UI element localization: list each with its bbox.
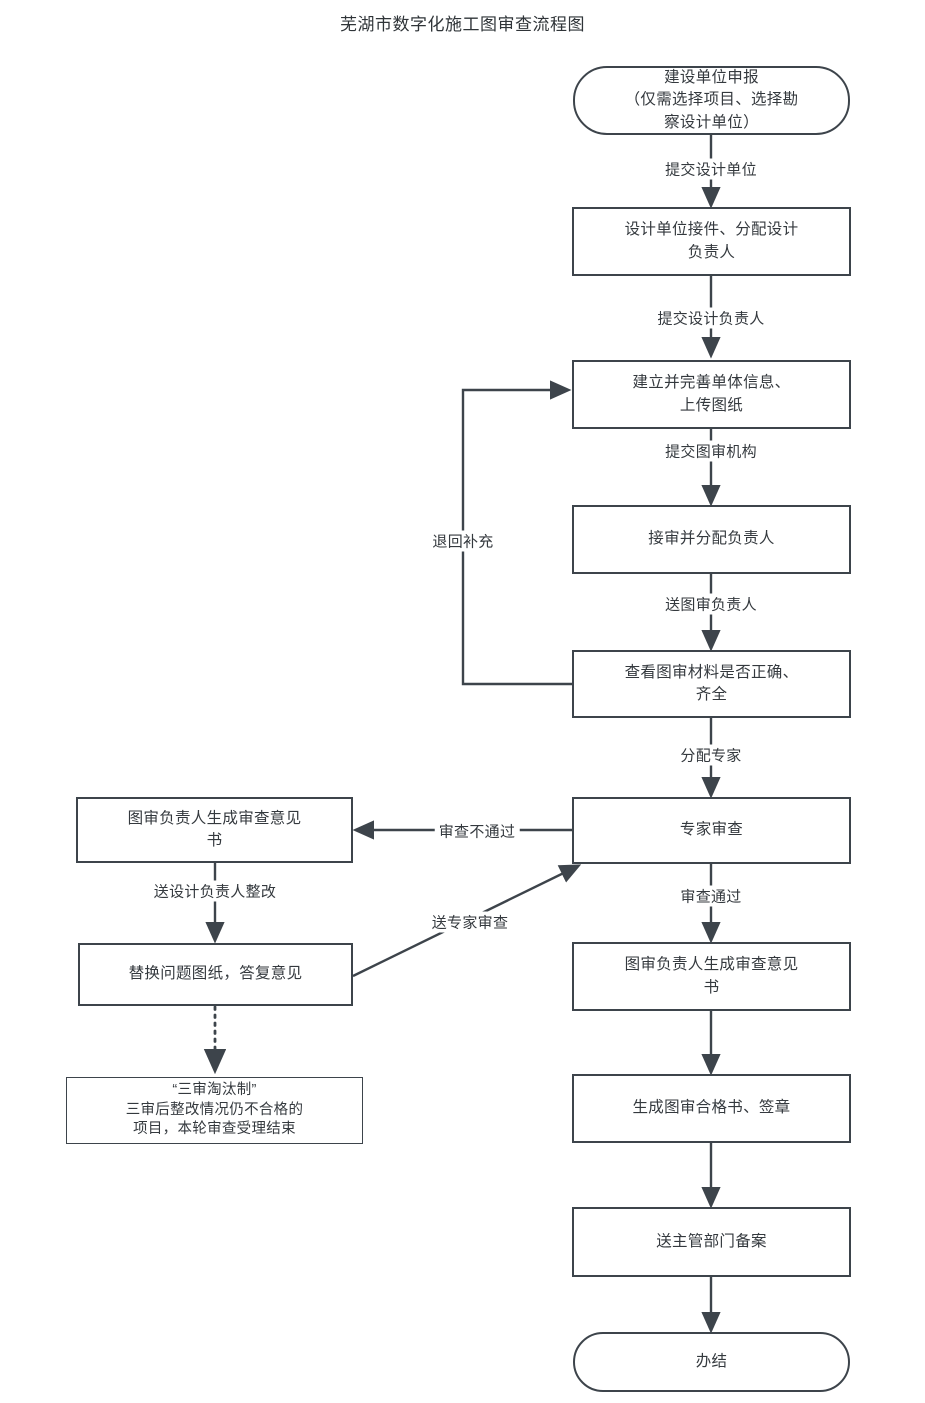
edge-label-submit-design-manager: 提交设计负责人 [653, 307, 769, 329]
node-n13-line3: 项目，本轮审查受理结束 [133, 1121, 296, 1138]
node-generate-certificate[interactable]: 生成图审合格书、签章 [572, 1074, 851, 1143]
node-n1-line2: （仅需选择项目、选择勘 [624, 91, 799, 109]
node-n6-line1: 专家审查 [679, 821, 744, 839]
node-check-materials[interactable]: 查看图审材料是否正确、 齐全 [572, 650, 851, 718]
node-n2-line1: 设计单位接件、分配设计 [624, 221, 799, 239]
node-n1-line3: 察设计单位） [664, 113, 759, 131]
node-design-unit-receive[interactable]: 设计单位接件、分配设计 负责人 [572, 207, 851, 276]
node-create-unit-info-upload[interactable]: 建立并完善单体信息、 上传图纸 [572, 360, 851, 429]
node-n5-line1: 查看图审材料是否正确、 [624, 663, 799, 681]
edge-label-send-expert-review: 送专家审查 [427, 911, 513, 933]
edge-label-send-review-manager: 送图审负责人 [661, 593, 761, 615]
node-accept-assign-manager[interactable]: 接审并分配负责人 [572, 505, 851, 574]
node-n13-line1: “三审淘汰制” [172, 1082, 257, 1099]
node-n3-line2: 上传图纸 [679, 396, 744, 414]
edge-label-return-supplement: 退回补充 [428, 530, 498, 552]
node-n12-line1: 替换问题图纸，答复意见 [128, 965, 303, 983]
node-n10-line1: 办结 [695, 1352, 728, 1370]
node-n4-line1: 接审并分配负责人 [648, 530, 775, 548]
node-n5-line2: 齐全 [695, 686, 728, 703]
edge-label-submit-review-agency: 提交图审机构 [661, 440, 761, 462]
page-title: 芜湖市数字化施工图审查流程图 [340, 15, 585, 34]
node-n11-line2: 书 [206, 832, 223, 849]
node-review-opinion-pass[interactable]: 图审负责人生成审查意见 书 [572, 942, 851, 1011]
edge-label-review-passed: 审查通过 [676, 885, 746, 907]
node-send-to-authority[interactable]: 送主管部门备案 [572, 1207, 851, 1277]
node-n13-line2: 三审后整改情况仍不合格的 [125, 1101, 304, 1118]
node-n9-line1: 送主管部门备案 [656, 1232, 767, 1250]
node-n8-line1: 生成图审合格书、签章 [632, 1099, 791, 1117]
edge-label-review-failed: 审查不通过 [434, 820, 520, 842]
edge-label-submit-design-unit: 提交设计单位 [661, 158, 761, 180]
edge-label-assign-expert: 分配专家 [676, 744, 746, 766]
node-n11-line1: 图审负责人生成审查意见 [127, 809, 302, 827]
node-n7-line1: 图审负责人生成审查意见 [624, 956, 799, 974]
node-n7-line2: 书 [703, 978, 720, 996]
node-n2-line2: 负责人 [687, 243, 736, 261]
node-review-opinion-fail[interactable]: 图审负责人生成审查意见 书 [76, 797, 353, 863]
node-start-construction-declaration[interactable]: 建设单位申报 （仅需选择项目、选择勘 察设计单位） [573, 66, 850, 135]
node-n1-line1: 建设单位申报 [664, 68, 759, 86]
node-n3-line1: 建立并完善单体信息、 [632, 374, 791, 392]
node-expert-review[interactable]: 专家审查 [572, 797, 851, 864]
node-replace-drawings-reply[interactable]: 替换问题图纸，答复意见 [78, 943, 353, 1006]
node-end-completed[interactable]: 办结 [573, 1332, 850, 1392]
node-three-review-elimination-note[interactable]: “三审淘汰制” 三审后整改情况仍不合格的 项目，本轮审查受理结束 [66, 1077, 363, 1144]
edge-label-send-designer-rectify: 送设计负责人整改 [149, 880, 281, 902]
